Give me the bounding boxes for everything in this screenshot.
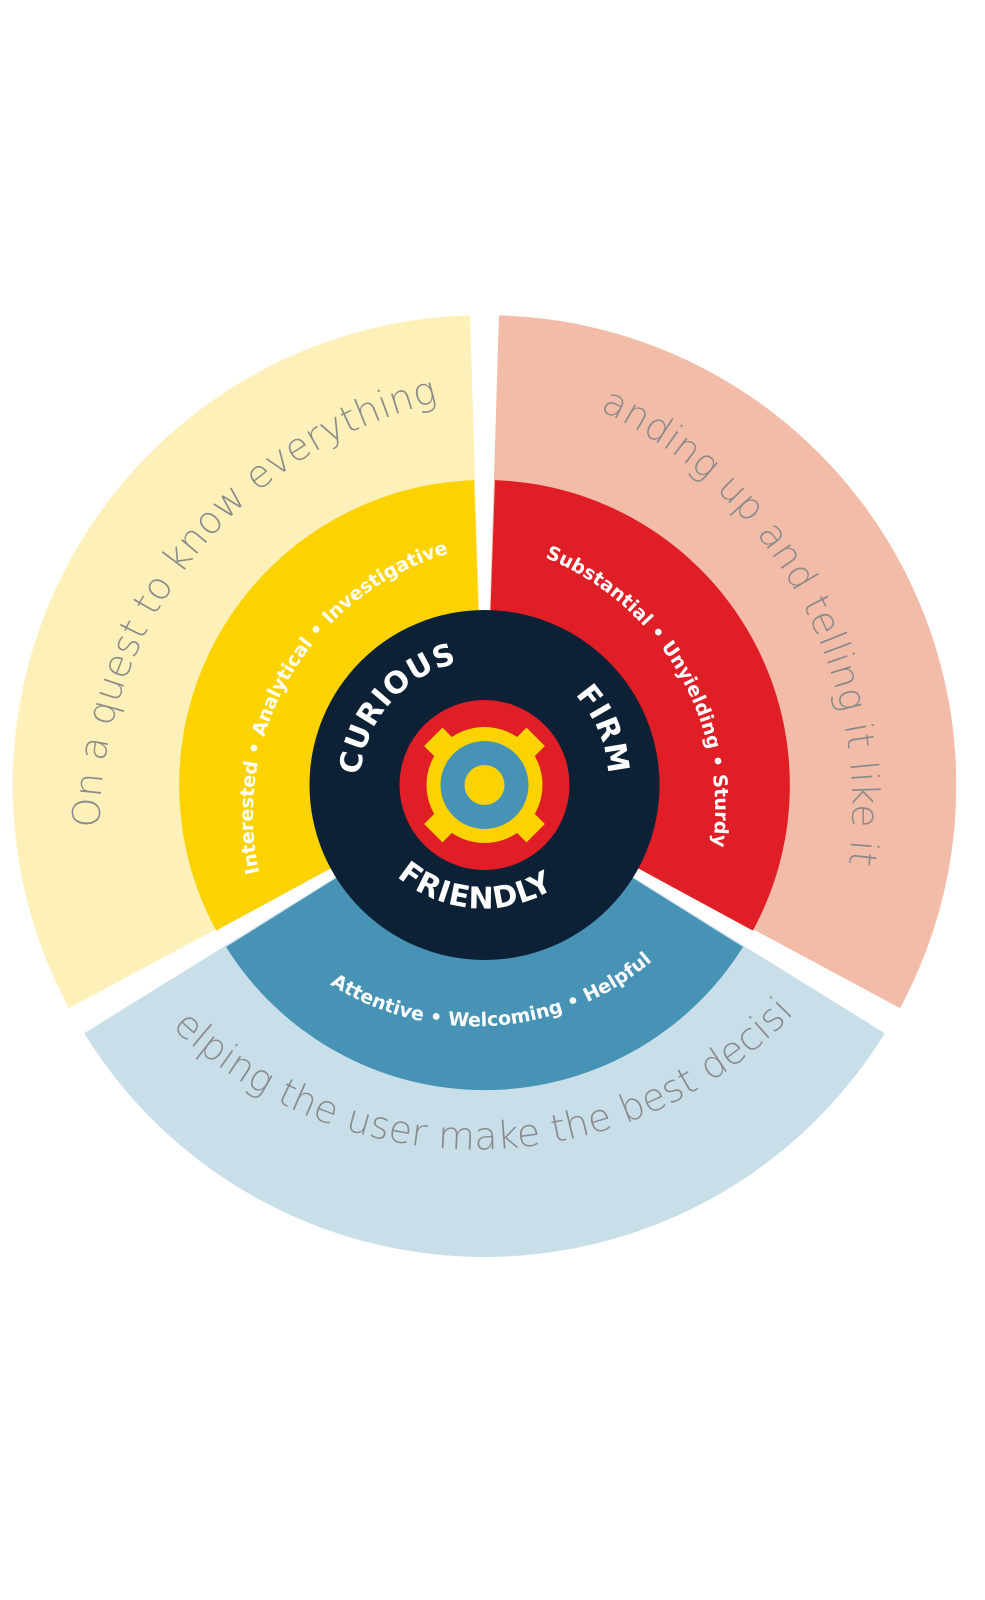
target-gear-icon <box>399 700 570 870</box>
